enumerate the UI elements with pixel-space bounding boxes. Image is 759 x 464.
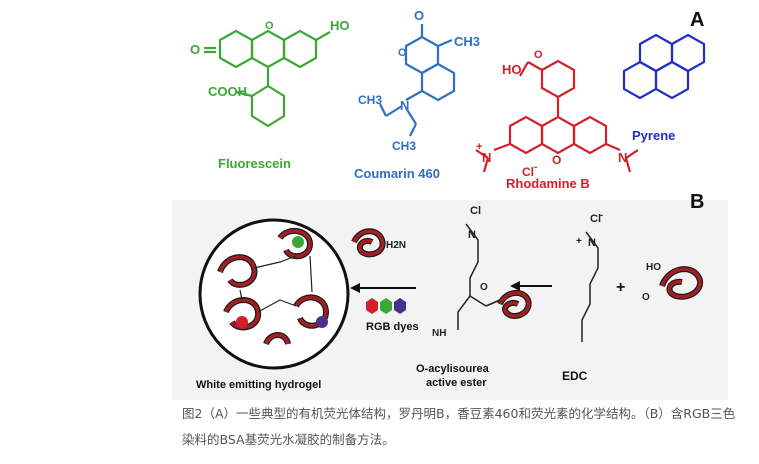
coumarin-ring-o: O <box>398 47 407 59</box>
edc-label: EDC <box>562 369 588 383</box>
caption-line-1: 图2（A）一些典型的有机荧光体结构，罗丹明B，香豆素460和荧光素的化学结构。（… <box>182 406 736 421</box>
intermediate-label-line2: active ester <box>426 377 487 389</box>
coumarin-name: Coumarin 460 <box>354 166 440 181</box>
coumarin-ch3-a: CH3 <box>358 93 382 107</box>
rhodamine-n-left: N <box>482 150 491 165</box>
fluorescein-ring-o: O <box>265 20 274 32</box>
intermediate-o: O <box>480 282 488 293</box>
intermediate-protein <box>497 290 532 320</box>
coumarin-n: N <box>400 98 409 113</box>
hydrogel-network <box>198 218 350 370</box>
intermediate-nh: NH <box>432 328 446 339</box>
rhodamine-cl: Cl <box>522 165 534 179</box>
intermediate-n: N <box>468 229 476 241</box>
rhodamine-o-carbonyl: O <box>534 49 543 61</box>
edc-n: N <box>588 237 596 249</box>
coumarin-structure <box>379 24 456 137</box>
rhodamine-minus: - <box>534 162 537 173</box>
pyrene-structure <box>622 33 706 100</box>
arrow-2 <box>350 283 416 293</box>
arrow-1 <box>510 281 552 291</box>
figure: A B O O HO COOH Fluorescein O O CH3 N CH… <box>170 0 730 402</box>
coumarin-ch3-b: CH3 <box>392 139 416 153</box>
rhodamine-ring-o: O <box>552 153 561 167</box>
fluorescein-cooh: COOH <box>208 84 247 99</box>
fluorescein-o: O <box>190 42 200 57</box>
amine-h2n: H2N <box>386 240 406 251</box>
coumarin-ch3-top: CH3 <box>454 34 480 49</box>
fluorescein-structure <box>204 29 331 128</box>
rhodamine-structure <box>475 59 639 173</box>
intermediate-structure <box>457 223 501 330</box>
rhodamine-name: Rhodamine B <box>506 176 590 191</box>
panel-a-label: A <box>690 9 704 31</box>
pyrene-name: Pyrene <box>632 128 675 143</box>
intermediate-cl: Cl <box>470 205 481 217</box>
rgb-dyes-label: RGB dyes <box>366 321 419 333</box>
edc-cl: Cl <box>590 213 601 225</box>
intermediate-label-line1: O-acylisourea <box>416 363 490 375</box>
plus-sign: + <box>616 279 625 296</box>
coumarin-o-top: O <box>414 8 424 23</box>
protein-reactant <box>659 266 703 300</box>
fluorescein-ho: HO <box>330 18 350 33</box>
edc-minus: - <box>600 210 603 220</box>
hydrogel-label: White emitting hydrogel <box>196 379 321 391</box>
carboxyl-o: O <box>642 292 650 303</box>
edc-structure <box>581 231 599 342</box>
carboxyl-ho: HO <box>646 262 661 273</box>
caption-line-2: 染料的BSA基荧光水凝胶的制备方法。 <box>182 432 395 447</box>
amine-protein <box>351 228 386 258</box>
edc-plus: + <box>576 236 582 247</box>
rhodamine-plus: + <box>476 141 482 153</box>
rhodamine-ho: HO <box>502 62 522 77</box>
fluorescein-name: Fluorescein <box>218 156 291 171</box>
panel-b-label: B <box>690 191 704 213</box>
rhodamine-n-right: N <box>618 150 627 165</box>
rgb-dye-markers <box>366 298 406 314</box>
